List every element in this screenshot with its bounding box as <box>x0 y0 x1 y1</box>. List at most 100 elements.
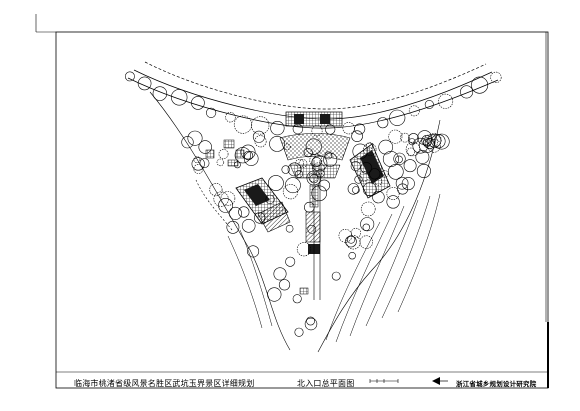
tree-canopy-group <box>124 71 502 337</box>
tree-canopy <box>360 201 376 217</box>
tree-canopy <box>408 138 416 146</box>
tree-canopy <box>403 159 417 173</box>
tree-canopy <box>243 150 254 161</box>
tree-canopy <box>342 122 355 135</box>
tree-canopy <box>254 212 266 224</box>
tree-canopy <box>206 107 217 118</box>
tree-canopy <box>267 287 282 302</box>
tree-canopy <box>359 235 373 249</box>
tree-canopy <box>311 185 328 202</box>
tree-canopy <box>395 176 409 190</box>
tree-canopy <box>352 143 369 160</box>
tree-canopy <box>233 115 253 134</box>
tree-canopy <box>171 89 188 106</box>
tree-canopy <box>305 138 322 155</box>
tree-canopy <box>252 130 265 143</box>
tree-canopy <box>307 224 317 234</box>
tree-canopy <box>393 152 406 165</box>
tree-canopy <box>287 162 302 177</box>
tree-canopy <box>243 151 259 166</box>
tree-canopy <box>460 85 474 99</box>
tree-canopy <box>351 130 363 142</box>
tree-canopy <box>389 109 406 126</box>
tree-canopy <box>311 157 322 168</box>
tree-canopy <box>338 229 353 243</box>
tree-canopy <box>405 141 421 157</box>
tree-canopy <box>191 157 205 171</box>
tree-canopy <box>406 147 415 157</box>
tree-canopy <box>137 76 152 91</box>
drawing-frame <box>35 14 549 389</box>
tree-canopy <box>354 175 363 184</box>
tree-canopy <box>265 194 275 204</box>
tree-canopy <box>304 317 318 331</box>
central-path <box>313 160 321 300</box>
tree-canopy <box>419 137 435 153</box>
tree-canopy <box>292 294 302 304</box>
tree-canopy <box>316 169 325 178</box>
tree-canopy <box>193 156 201 164</box>
tree-canopy <box>251 116 270 135</box>
tree-canopy <box>431 134 446 149</box>
tree-canopy <box>427 139 441 153</box>
building-top-center <box>285 111 343 127</box>
tree-canopy <box>372 190 385 204</box>
tree-canopy <box>233 161 241 169</box>
tree-canopy <box>309 174 319 184</box>
tree-canopy <box>225 111 236 123</box>
tree-canopy <box>424 100 434 110</box>
tree-canopy <box>408 133 419 144</box>
site-boundary <box>149 91 441 353</box>
tree-canopy <box>360 217 375 232</box>
tree-canopy <box>362 223 370 232</box>
tree-canopy <box>311 155 328 172</box>
tree-canopy <box>269 135 285 152</box>
tree-canopy <box>198 140 212 154</box>
tree-canopy <box>295 158 304 168</box>
tree-canopy <box>124 71 135 82</box>
tree-canopy <box>285 256 296 267</box>
tree-canopy <box>382 151 399 168</box>
tree-canopy <box>490 71 502 83</box>
tree-canopy <box>247 245 260 258</box>
tree-canopy <box>303 148 313 158</box>
tree-canopy <box>360 162 373 174</box>
tree-canopy <box>284 177 301 194</box>
tree-canopy <box>292 123 304 135</box>
north-arrow-icon <box>432 377 448 385</box>
tree-canopy <box>254 135 267 148</box>
tree-canopy <box>331 271 341 281</box>
tree-canopy <box>220 191 236 206</box>
tree-canopy <box>438 93 454 109</box>
building-left-block <box>235 177 291 233</box>
tree-canopy <box>395 155 403 164</box>
tree-canopy <box>374 177 383 186</box>
tree-canopy <box>369 168 381 180</box>
tree-canopy <box>347 235 356 244</box>
small-pavilions <box>205 139 309 295</box>
tree-canopy <box>294 327 304 337</box>
tree-canopy <box>416 164 431 179</box>
tree-canopy <box>377 117 389 129</box>
project-title: 临海市桃渚省级风景名胜区武坑玉界景区详细规划 <box>74 379 255 388</box>
tree-canopy <box>187 130 203 146</box>
tree-canopy <box>152 86 168 101</box>
tree-canopy <box>386 195 400 209</box>
tree-canopy <box>298 159 308 168</box>
tree-canopy <box>241 219 256 233</box>
tree-canopy <box>433 133 450 150</box>
tree-canopy <box>278 279 291 291</box>
tree-canopy <box>324 151 333 160</box>
tree-canopy <box>378 139 394 155</box>
tree-canopy <box>318 179 331 192</box>
tree-canopy <box>181 136 194 149</box>
tree-canopy <box>359 171 370 182</box>
tree-canopy <box>270 121 285 136</box>
drawing-title: 北入口总平面图 <box>297 379 355 388</box>
tree-canopy <box>388 129 403 144</box>
tree-canopy <box>381 170 389 178</box>
tree-canopy <box>282 184 299 200</box>
tree-canopy <box>308 172 318 182</box>
tree-canopy <box>281 165 290 174</box>
tree-canopy <box>267 175 284 191</box>
